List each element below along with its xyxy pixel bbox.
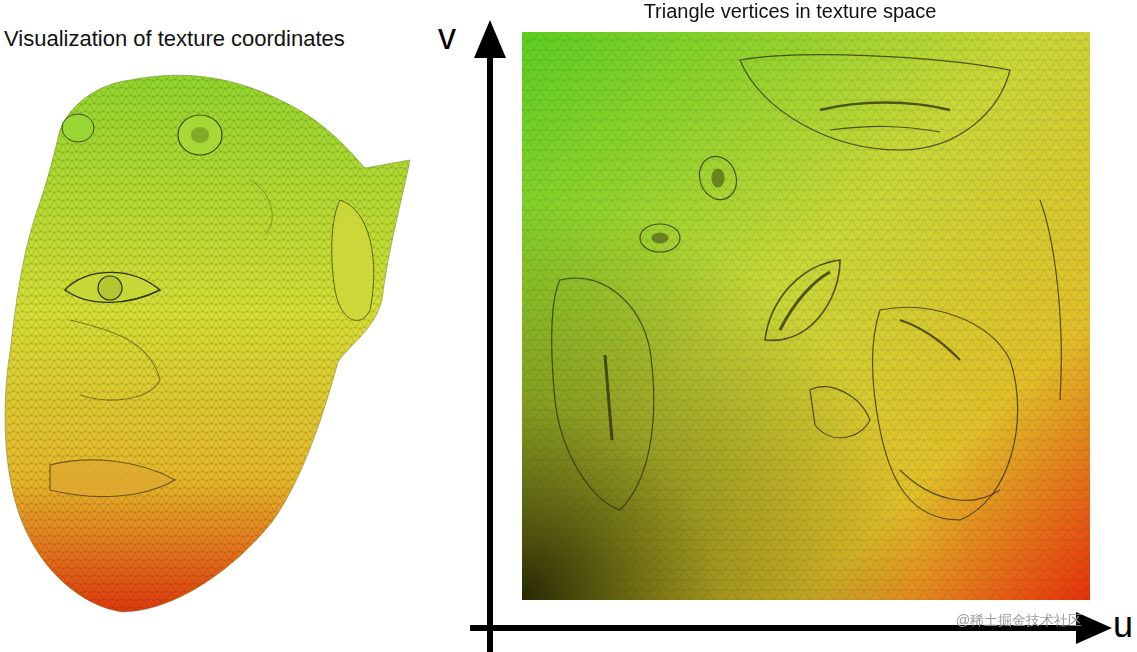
axis-label: v	[438, 16, 456, 58]
watermark: @稀土掘金技术社区	[956, 612, 1082, 630]
figure-title: Triangle vertices in texture space	[644, 0, 937, 23]
figure-title: Visualization of texture coordinates	[4, 26, 345, 52]
axis-label: u	[1113, 604, 1133, 646]
